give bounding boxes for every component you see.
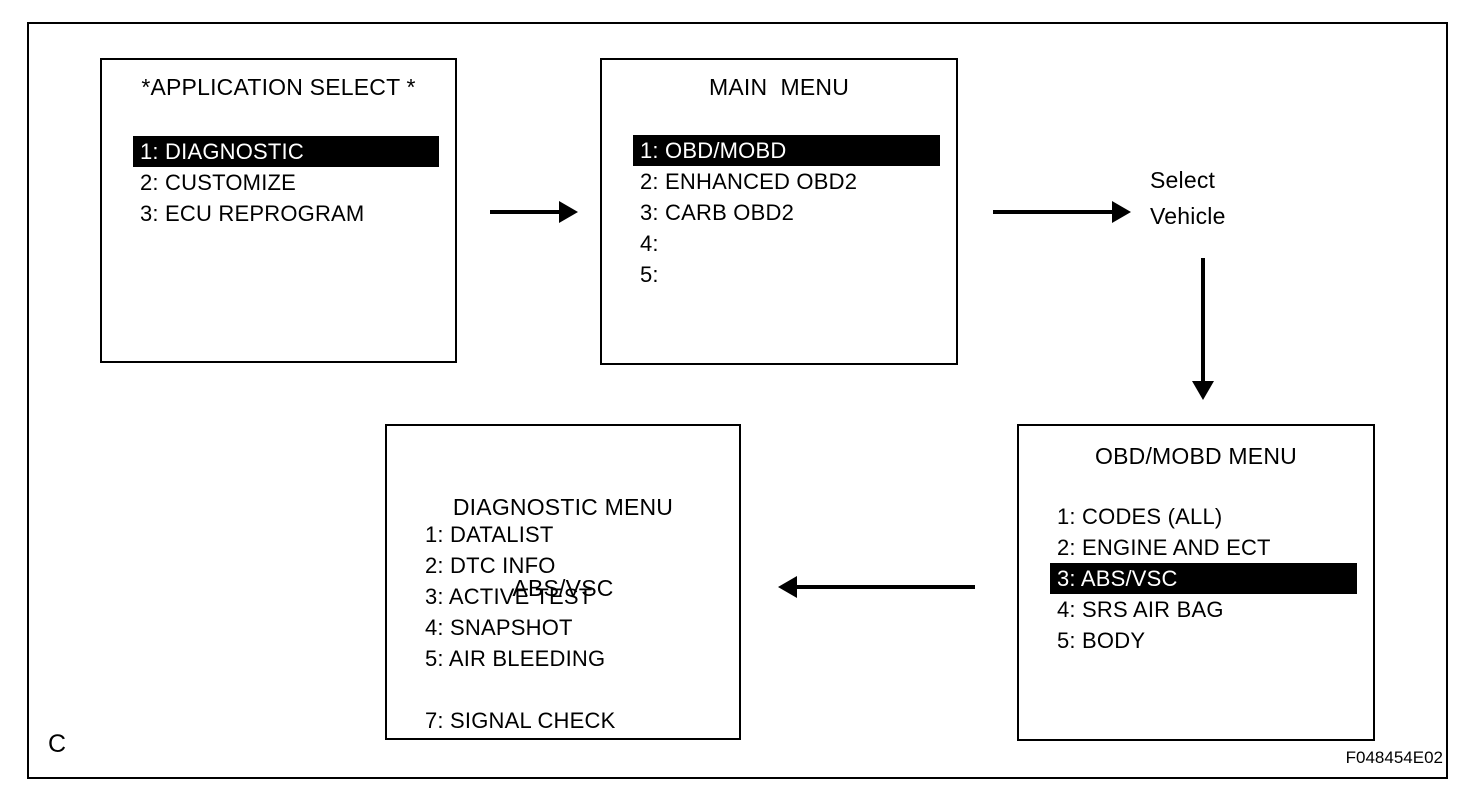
left-arrow-icon: [778, 575, 976, 599]
menu-item: 3: CARB OBD2: [640, 200, 795, 225]
menu-item: 4:: [640, 231, 659, 256]
screen-title: OBD/MOBD MENU: [1095, 443, 1297, 469]
screen-application-select: *APPLICATION SELECT * 1: DIAGNOSTIC 2: C…: [100, 58, 457, 363]
menu-item: 3: ABS/VSC: [1050, 563, 1357, 594]
arrow-shaft: [993, 210, 1113, 214]
menu-item-blank: [418, 674, 723, 705]
menu-list: 1: OBD/MOBD 2: ENHANCED OBD2 3: CARB OBD…: [633, 135, 940, 290]
down-arrow-icon: [1191, 258, 1215, 402]
screen-obd-mobd-menu: OBD/MOBD MENU 1: CODES (ALL) 2: ENGINE A…: [1017, 424, 1375, 741]
screen-title-line: ABS/VSC: [512, 575, 614, 601]
select-vehicle-line2: Vehicle: [1150, 203, 1226, 229]
figure-code: F048454E02: [1345, 748, 1443, 767]
arrow-shaft: [490, 210, 560, 214]
screen-main-menu: MAIN MENU 1: OBD/MOBD 2: ENHANCED OBD2 3…: [600, 58, 958, 365]
menu-item: 2: CUSTOMIZE: [140, 170, 297, 195]
menu-list: 1: DIAGNOSTIC 2: CUSTOMIZE 3: ECU REPROG…: [133, 136, 439, 229]
menu-item: 5: AIR BLEEDING: [425, 646, 606, 671]
menu-item: 1: CODES (ALL): [1057, 504, 1223, 529]
figure-frame: [27, 22, 1448, 779]
right-arrow-icon: [490, 200, 580, 224]
figure-corner-label: C: [48, 730, 67, 758]
menu-item: 2: ENHANCED OBD2: [640, 169, 858, 194]
menu-item: 3: ACTIVE TEST: [425, 584, 593, 609]
menu-item: 1: OBD/MOBD: [633, 135, 940, 166]
select-vehicle-label: Select Vehicle: [1150, 162, 1226, 234]
arrow-head: [559, 201, 578, 223]
select-vehicle-line1: Select: [1150, 167, 1216, 193]
menu-item: 5: BODY: [1057, 628, 1146, 653]
menu-item: 4: SRS AIR BAG: [1057, 597, 1224, 622]
menu-item: 2: DTC INFO: [425, 553, 556, 578]
menu-list: 1: DATALIST 2: DTC INFO 3: ACTIVE TEST 4…: [418, 519, 723, 736]
menu-item: 4: SNAPSHOT: [425, 615, 573, 640]
menu-item: 5:: [640, 262, 659, 287]
right-arrow-icon: [993, 200, 1133, 224]
menu-item: 7: SIGNAL CHECK: [425, 708, 616, 733]
screen-title-line: DIAGNOSTIC MENU: [452, 494, 674, 520]
screen-title: MAIN MENU: [709, 74, 849, 100]
menu-list: 1: CODES (ALL) 2: ENGINE AND ECT 3: ABS/…: [1050, 501, 1357, 656]
screen-diagnostic-menu-abs-vsc: DIAGNOSTIC MENU ABS/VSC 1: DATALIST 2: D…: [385, 424, 741, 740]
screen-title: *APPLICATION SELECT *: [141, 74, 416, 100]
menu-item: 1: DATALIST: [425, 522, 554, 547]
menu-item: 2: ENGINE AND ECT: [1057, 535, 1271, 560]
menu-item: 3: ECU REPROGRAM: [140, 201, 365, 226]
arrow-shaft: [1201, 258, 1205, 382]
arrow-head: [1112, 201, 1131, 223]
screen-title: DIAGNOSTIC MENU ABS/VSC: [387, 440, 739, 656]
arrow-head: [1192, 381, 1214, 400]
menu-item: 1: DIAGNOSTIC: [133, 136, 439, 167]
arrow-head: [778, 576, 797, 598]
arrow-shaft: [795, 585, 975, 589]
